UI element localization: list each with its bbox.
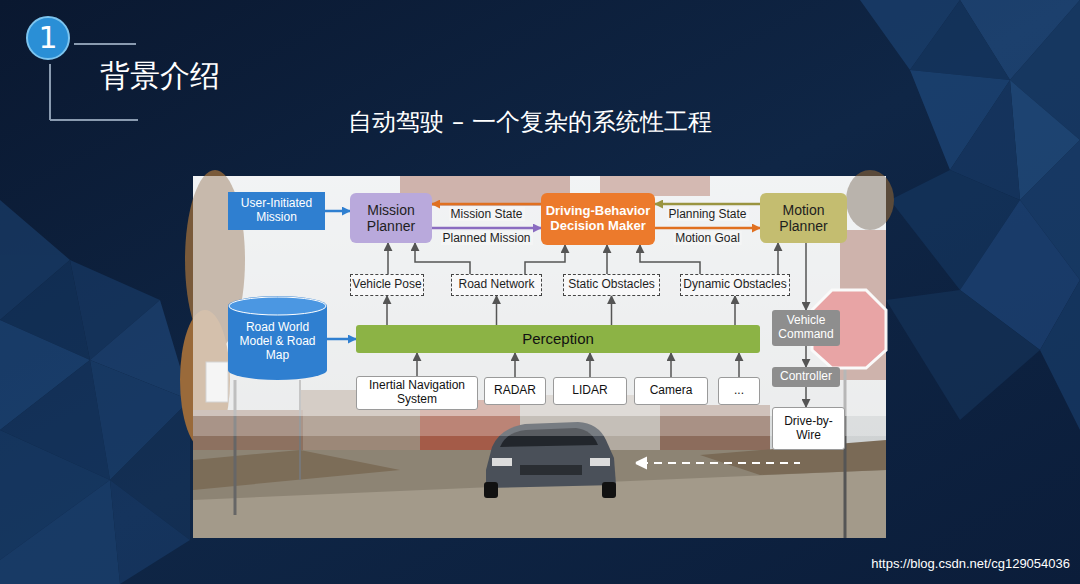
connector — [777, 243, 779, 274]
edge-label: Planned Mission — [440, 231, 532, 245]
control-box: Vehicle Command — [772, 310, 840, 346]
connector — [525, 245, 565, 274]
node-text: Perception — [522, 330, 594, 347]
photo-shape — [590, 458, 610, 466]
connector — [655, 227, 760, 230]
node-text: Inertial Navigation System — [361, 379, 473, 407]
photo-shape — [492, 458, 512, 466]
photo-shape — [640, 462, 800, 464]
watermark: https://blog.csdn.net/cg129054036 — [871, 556, 1070, 571]
connector — [415, 243, 470, 274]
planner-box: Mission Planner — [350, 193, 432, 243]
node-text: Drive-by-Wire — [777, 415, 840, 443]
data-box: Dynamic Obstacles — [680, 274, 790, 296]
data-box: Vehicle Pose — [350, 274, 424, 296]
slide-subtitle: 自动驾驶 – 一个复杂的系统性工程 — [348, 106, 711, 138]
connector — [589, 353, 591, 377]
connector — [611, 296, 613, 325]
connector — [734, 296, 736, 325]
connector — [640, 245, 700, 274]
edge-label: Motion Goal — [673, 231, 742, 245]
node-text: Vehicle Command — [775, 314, 837, 342]
sensor-box: Camera — [634, 377, 708, 405]
photo-shape — [602, 482, 616, 498]
sensor-box: Inertial Navigation System — [356, 376, 478, 410]
photo-shape — [49, 64, 51, 120]
connector — [670, 353, 672, 377]
node-text: User-Initiated Mission — [232, 197, 321, 225]
node-text: Driving-Behavior Decision Maker — [545, 204, 651, 234]
sensor-box: ... — [718, 377, 760, 405]
sensor-box: RADAR — [484, 377, 546, 405]
connector — [386, 296, 388, 325]
photo-shape — [0, 480, 120, 584]
database-cylinder: Road World Model & Road Map — [228, 296, 327, 380]
edge-label: Mission State — [448, 207, 524, 221]
node-text: Dynamic Obstacles — [683, 278, 786, 292]
decision-box: Driving-Behavior Decision Maker — [541, 193, 655, 245]
connector — [805, 387, 807, 407]
node-text: Camera — [650, 384, 693, 398]
control-box: Controller — [772, 367, 840, 387]
photo-shape — [1040, 280, 1080, 430]
node-text: Controller — [780, 370, 832, 384]
connector — [432, 203, 541, 206]
connector — [805, 346, 807, 367]
node-text: ... — [734, 384, 744, 398]
connector — [416, 353, 418, 376]
cylinder-top — [229, 297, 326, 315]
connector — [327, 338, 356, 341]
connector — [655, 203, 760, 206]
photo-shape — [193, 176, 886, 416]
node-text: Mission Planner — [354, 202, 428, 234]
connector — [325, 210, 350, 213]
mission-box: User-Initiated Mission — [228, 192, 325, 230]
photo-shape — [74, 43, 136, 45]
connector — [738, 353, 740, 377]
photo-shape — [50, 119, 138, 121]
photo-shape — [193, 176, 886, 538]
street-photo — [180, 170, 894, 538]
perception-bar: Perception — [356, 325, 760, 353]
slide-heading: 背景介绍 — [100, 56, 220, 97]
photo-shape — [886, 290, 1040, 420]
photo-shape — [910, 0, 1010, 80]
connector — [805, 243, 807, 310]
photo-shape — [520, 465, 582, 475]
sensor-box: LIDAR — [553, 377, 627, 405]
node-text: Road Network — [458, 278, 534, 292]
node-text: Static Obstacles — [568, 278, 655, 292]
node-text: RADAR — [494, 384, 536, 398]
section-number: 1 — [26, 16, 70, 60]
road-arrow — [636, 458, 800, 468]
node-text: Vehicle Pose — [352, 278, 421, 292]
photo-shape — [110, 480, 190, 584]
connector — [432, 227, 541, 230]
planner-box: Motion Planner — [760, 193, 847, 243]
node-text: Road World Model & Road Map — [232, 321, 323, 362]
data-box: Static Obstacles — [563, 274, 660, 296]
connector — [496, 296, 498, 325]
connector — [606, 245, 608, 274]
node-text: LIDAR — [572, 384, 607, 398]
photo-shape — [636, 458, 646, 468]
node-text: 1 — [38, 21, 57, 56]
connector — [514, 353, 516, 377]
cylinder-body — [228, 296, 327, 380]
node-text: Motion Planner — [764, 202, 843, 234]
photo-shape — [484, 482, 498, 498]
sensor-box: Drive-by-Wire — [772, 407, 845, 450]
data-box: Road Network — [451, 274, 542, 296]
photo-shape — [193, 450, 400, 490]
connector — [387, 243, 389, 274]
edge-label: Planning State — [666, 207, 748, 221]
